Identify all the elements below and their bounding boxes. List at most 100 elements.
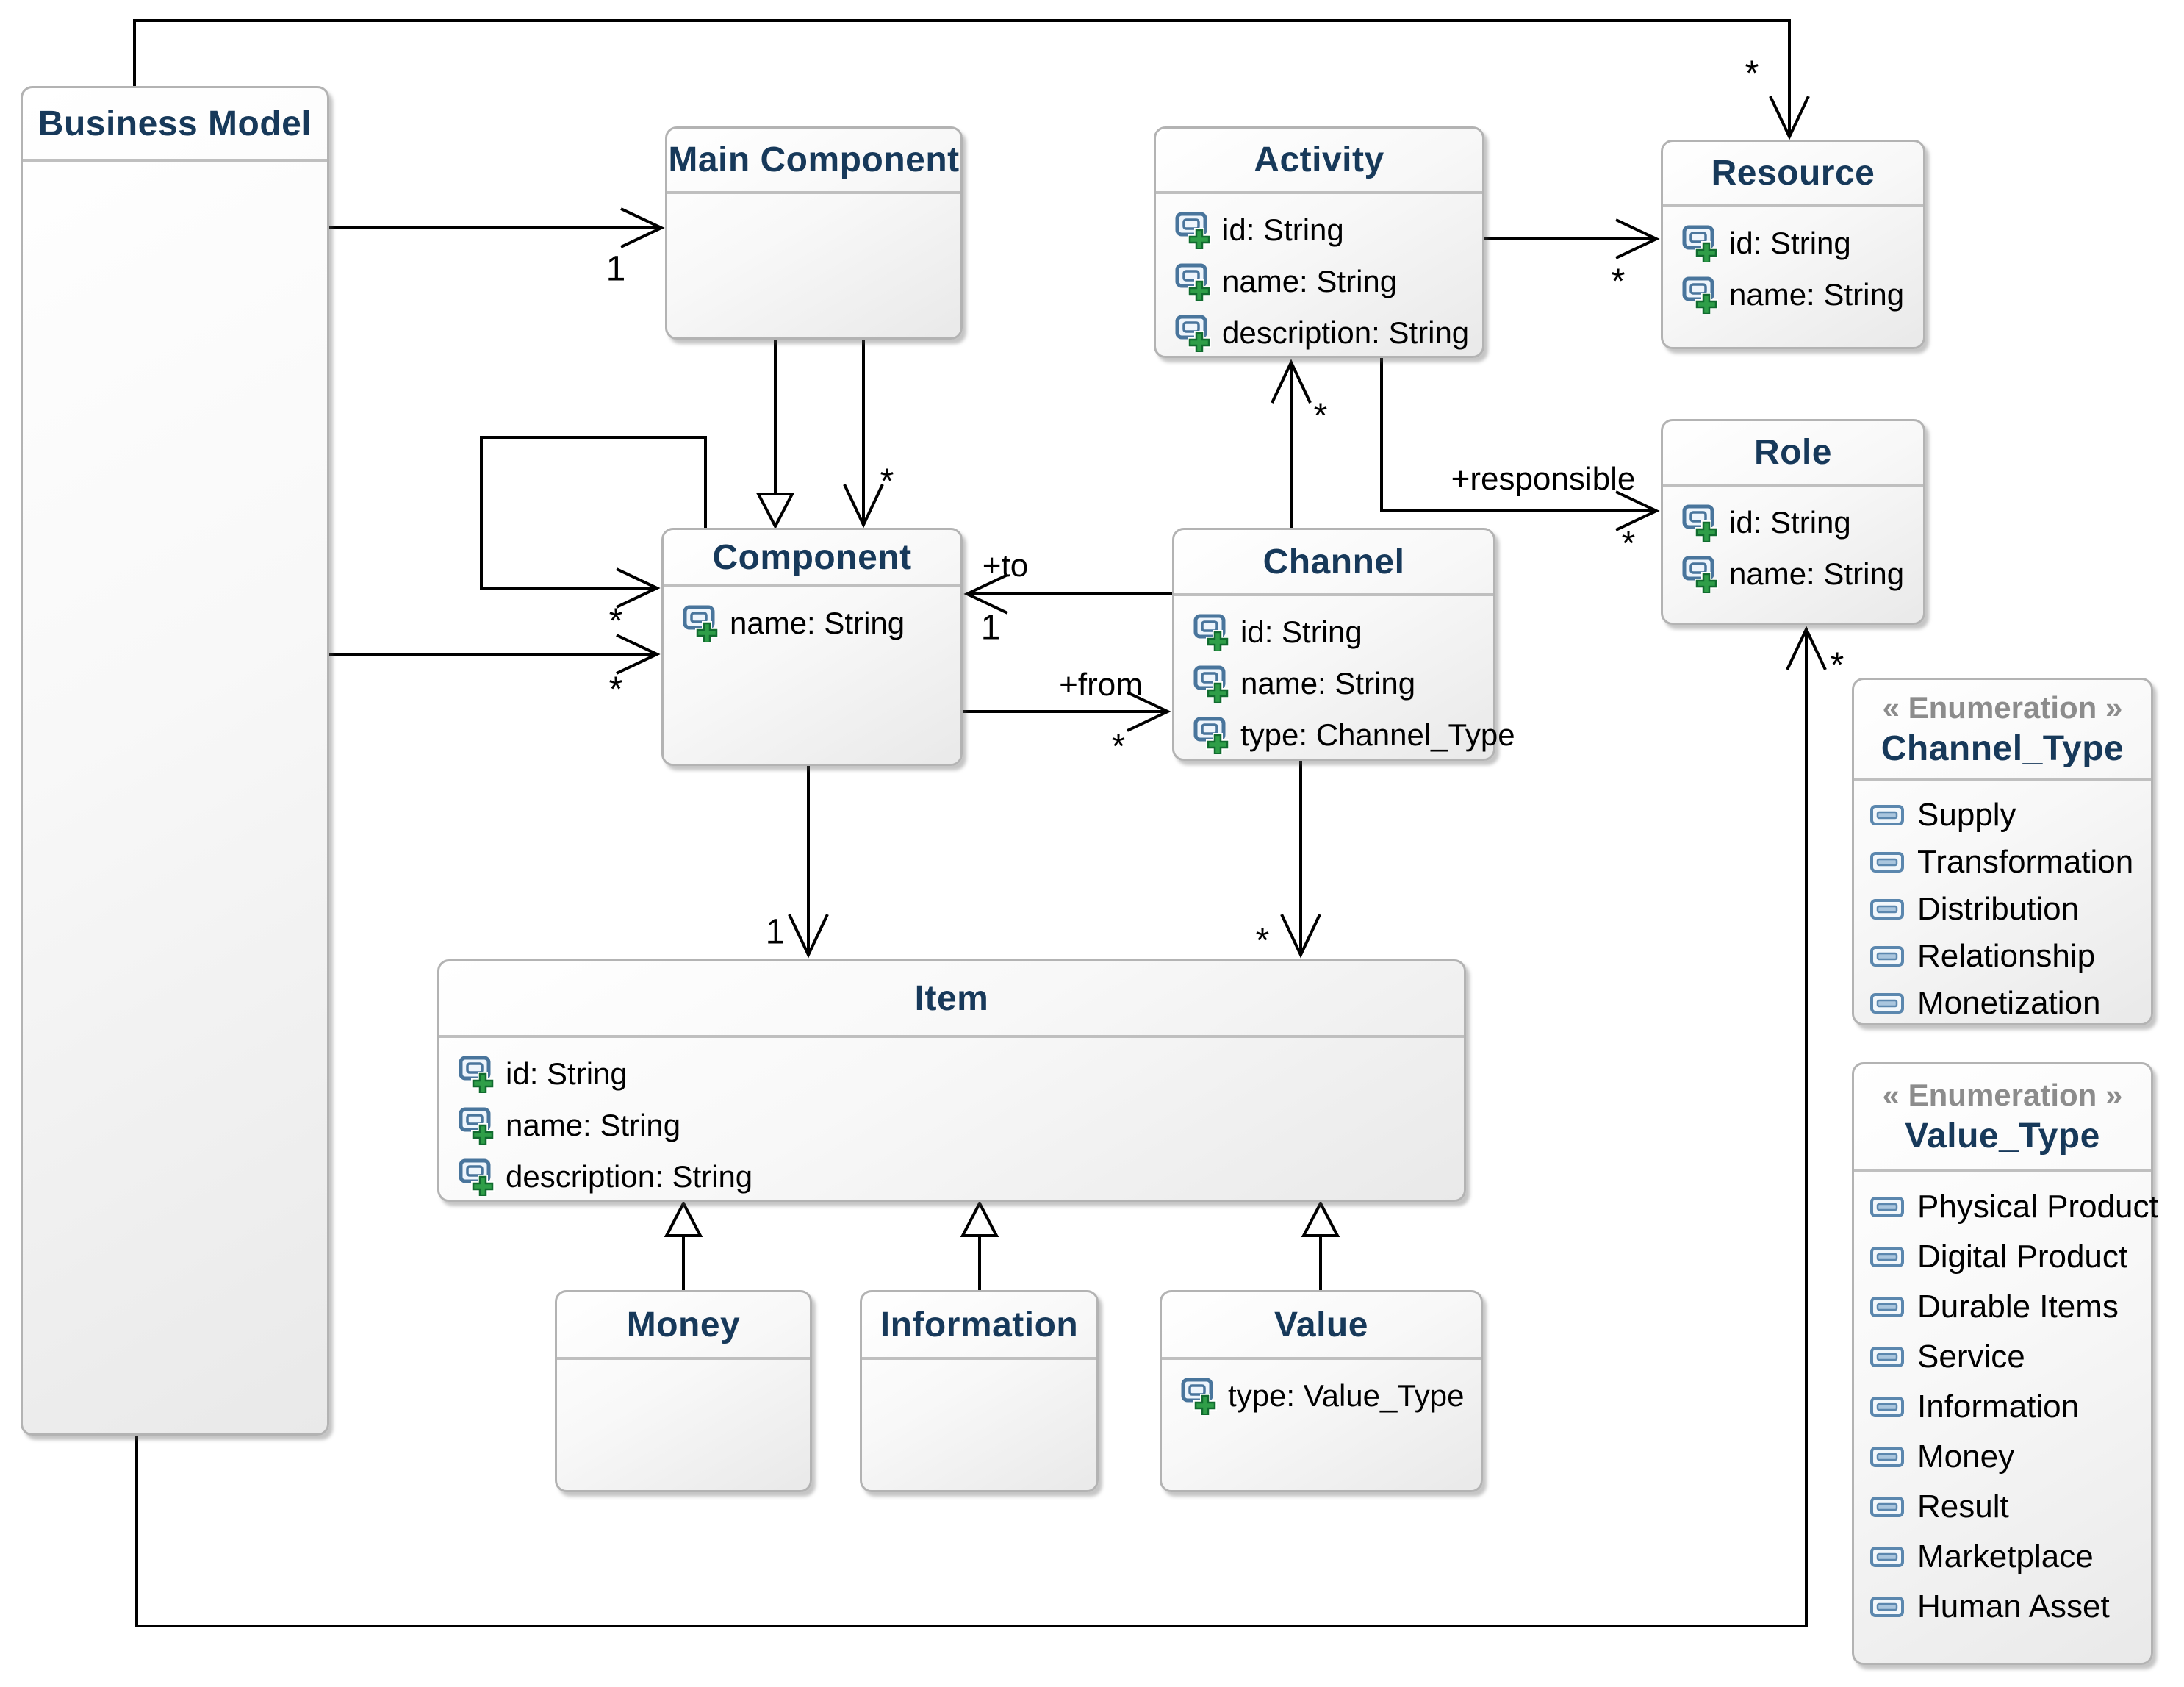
enum-literal-row: Transformation [1854, 839, 2151, 886]
class-role[interactable]: Role id: String name: String [1661, 419, 1925, 625]
class-header: Value [1162, 1292, 1481, 1357]
attribute-row: id: String [1663, 218, 1923, 269]
class-value[interactable]: Value type: Value_Type [1160, 1290, 1483, 1492]
edge-businessmodel-resource [133, 19, 1810, 140]
edge-maincomponent-component-association [843, 340, 884, 529]
class-title: Business Model [37, 104, 312, 143]
enum-literal-icon [1870, 1496, 1905, 1518]
class-component[interactable]: Component name: String [661, 528, 963, 766]
enum-literal-icon [1870, 945, 1905, 967]
attribute-label: id: String [1240, 615, 1362, 649]
class-header: Component [664, 530, 960, 584]
class-header: Business Model [23, 88, 327, 159]
class-business-model[interactable]: Business Model [21, 86, 329, 1436]
edge-value-item-generalization [1301, 1200, 1340, 1290]
enum-literal-icon [1870, 804, 1905, 826]
class-main-component[interactable]: Main Component [665, 126, 963, 340]
enum-literal-label: Service [1917, 1339, 2025, 1375]
enum-literal-label: Information [1917, 1389, 2080, 1425]
attribute-row: name: String [439, 1100, 1464, 1151]
edge-information-item-generalization [960, 1200, 999, 1290]
multiplicity-label: 1 [980, 608, 1001, 648]
edge-maincomponent-component-generalization [755, 340, 795, 530]
attribute-label: name: String [1729, 556, 1905, 591]
enum-literal-label: Transformation [1917, 844, 2134, 880]
class-information[interactable]: Information [860, 1290, 1099, 1492]
class-attributes [667, 191, 960, 337]
edge-activity-resource [1484, 218, 1660, 259]
enum-value-type[interactable]: « Enumeration » Value_Type Physical Prod… [1852, 1062, 2158, 1665]
attribute-row: id: String [439, 1048, 1464, 1100]
multiplicity-label: * [1611, 262, 1626, 301]
enum-literal-icon [1870, 1396, 1905, 1418]
attribute-label: name: String [1222, 264, 1398, 298]
attribute-row: id: String [1174, 606, 1493, 658]
class-item[interactable]: Item id: String name: String description… [437, 959, 1466, 1202]
attribute-label: description: String [1222, 315, 1470, 350]
attribute-row: name: String [1156, 256, 1482, 307]
multiplicity-label: 1 [765, 912, 786, 952]
property-icon [1175, 314, 1212, 352]
enum-literal-row: Relationship [1854, 933, 2151, 980]
property-icon [1193, 613, 1230, 651]
class-resource[interactable]: Resource id: String name: String [1661, 140, 1925, 349]
role-name-label: +responsible [1451, 461, 1636, 497]
attribute-label: id: String [506, 1056, 628, 1091]
enum-literal-icon [1870, 851, 1905, 873]
class-attributes: id: String name: String description: Str… [1156, 191, 1482, 356]
attribute-row: description: String [439, 1151, 1464, 1203]
attribute-row: name: String [1663, 269, 1923, 320]
attribute-label: id: String [1729, 505, 1851, 540]
class-attributes [862, 1357, 1096, 1490]
edge-channel-item [1280, 761, 1321, 959]
edge-activity-role-responsible [1380, 358, 1660, 531]
edge-component-self-association [480, 436, 707, 609]
multiplicity-label: * [1255, 921, 1270, 961]
class-money[interactable]: Money [555, 1290, 812, 1492]
enum-literal-row: Human Asset [1854, 1582, 2151, 1632]
enum-literal-label: Human Asset [1917, 1588, 2110, 1625]
class-header: Resource [1663, 142, 1923, 204]
multiplicity-label: * [608, 670, 623, 709]
enum-stereotype: « Enumeration » [1882, 1077, 2123, 1112]
edge-channel-activity [1271, 359, 1312, 528]
enum-stereotype: « Enumeration » [1882, 690, 2123, 725]
attribute-label: id: String [1729, 226, 1851, 260]
attribute-label: name: String [506, 1108, 681, 1142]
class-attributes [23, 159, 327, 1433]
property-icon [1682, 276, 1719, 314]
attribute-row: type: Value_Type [1162, 1370, 1481, 1422]
class-attributes: id: String name: String type: Channel_Ty… [1174, 593, 1515, 759]
enum-literal-row: Digital Product [1854, 1232, 2151, 1282]
edge-businessmodel-maincomponent [329, 207, 665, 248]
enum-title: Channel_Type [1881, 728, 2124, 768]
enum-literal-row: Result [1854, 1482, 2151, 1532]
property-icon [1181, 1377, 1218, 1415]
class-title: Value [1274, 1305, 1368, 1344]
attribute-label: description: String [506, 1159, 753, 1194]
attribute-label: name: String [730, 606, 905, 640]
property-icon [1682, 504, 1719, 542]
attribute-row: id: String [1156, 204, 1482, 256]
enum-literal-label: Result [1917, 1489, 2009, 1525]
class-header: Main Component [667, 129, 960, 191]
class-attributes: type: Value_Type [1162, 1357, 1481, 1490]
class-channel[interactable]: Channel id: String name: String type: Ch… [1172, 528, 1515, 761]
multiplicity-label: * [1830, 645, 1844, 685]
class-title: Resource [1711, 154, 1875, 193]
multiplicity-label: 1 [606, 249, 626, 289]
class-title: Information [880, 1305, 1079, 1344]
enum-channel-type[interactable]: « Enumeration » Channel_Type Supply Tran… [1852, 678, 2153, 1025]
class-activity[interactable]: Activity id: String name: String descrip… [1154, 126, 1484, 358]
enum-literal-label: Relationship [1917, 938, 2096, 974]
class-header: Information [862, 1292, 1096, 1357]
edge-component-item [788, 766, 829, 959]
enum-literal-row: Physical Product [1854, 1182, 2158, 1232]
enum-literal-row: Distribution [1854, 886, 2151, 933]
property-icon [459, 1106, 495, 1145]
class-title: Channel [1262, 542, 1405, 581]
enum-literal-label: Distribution [1917, 891, 2080, 927]
multiplicity-label: * [608, 601, 623, 641]
attribute-row: description: String [1156, 307, 1482, 359]
